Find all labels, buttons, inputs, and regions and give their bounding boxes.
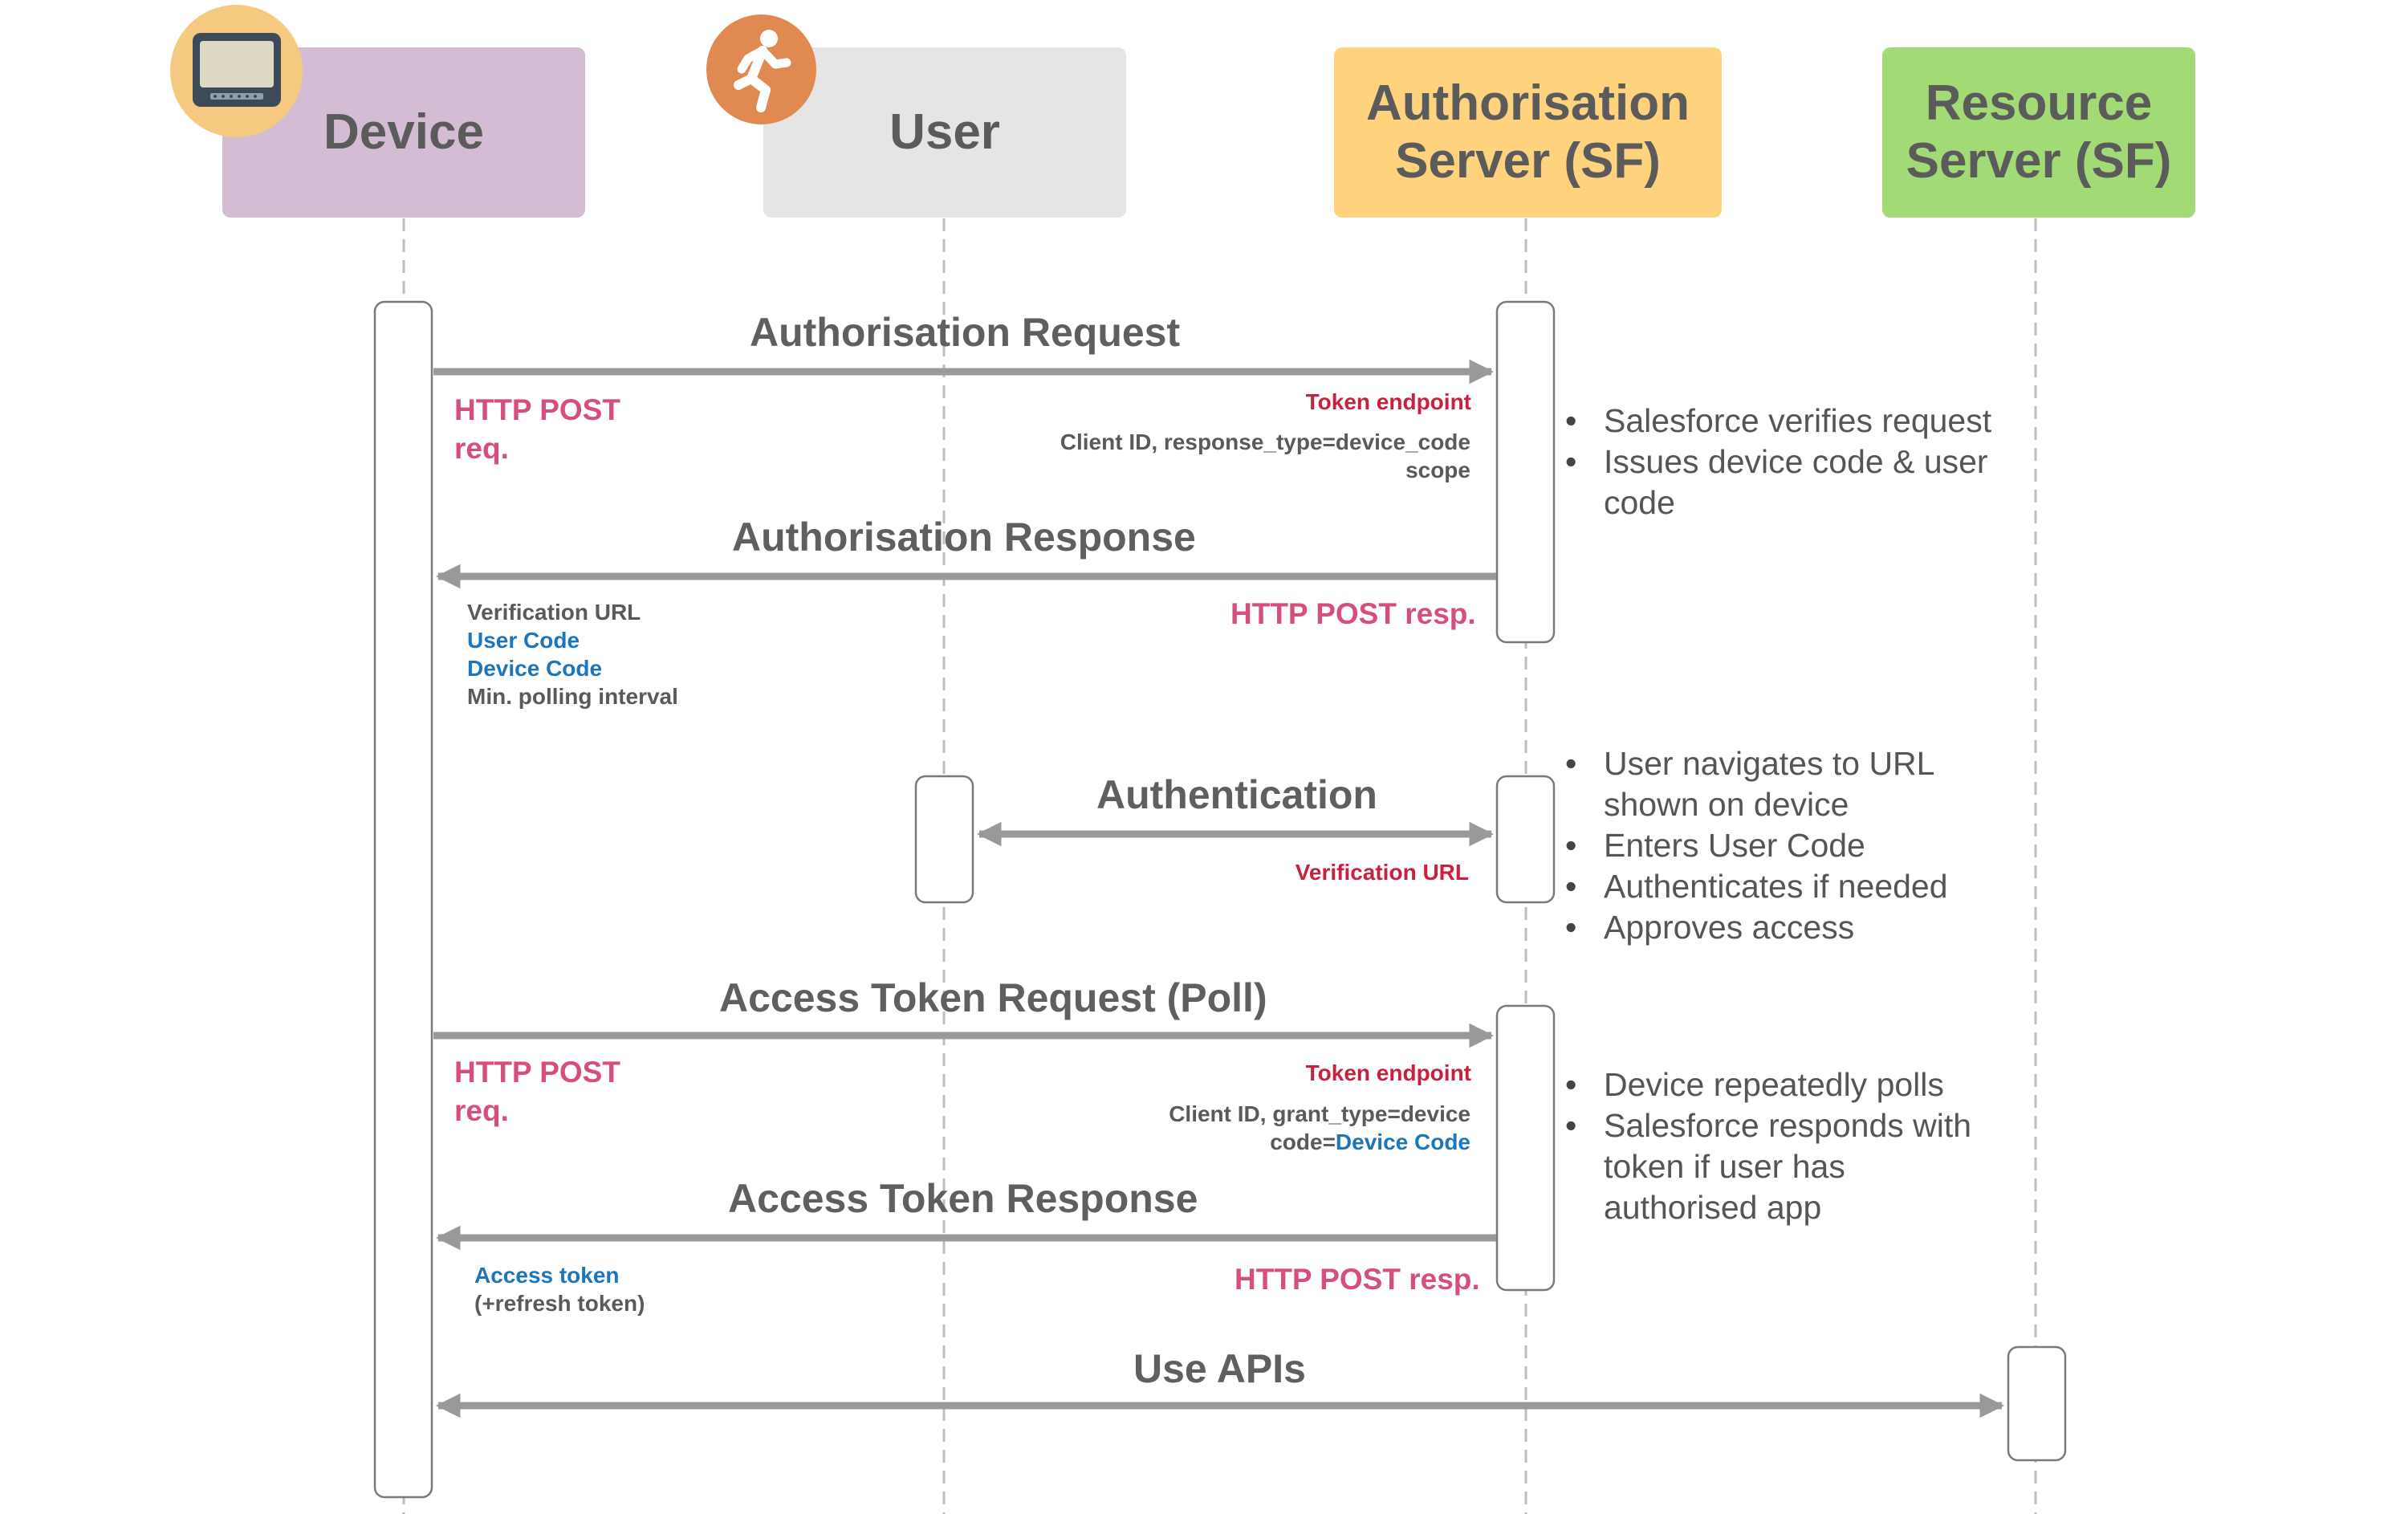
- actor-auth-server: Authorisation Server (SF): [1334, 47, 1722, 218]
- param-verification-url: Verification URL: [467, 600, 641, 625]
- http-label-auth-request: HTTP POST req.: [454, 393, 620, 465]
- http-label-auth-response: HTTP POST resp.: [1230, 597, 1476, 630]
- activation-auth-1: [1495, 300, 1556, 644]
- note-item: User navigates to URL shown on device: [1565, 743, 1948, 825]
- message-title-auth-response: Authorisation Response: [732, 515, 1196, 560]
- note-item: Enters User Code: [1565, 825, 1948, 866]
- actor-user-label: User: [889, 104, 1000, 160]
- running-person-icon: [734, 30, 791, 112]
- message-title-token-request: Access Token Request (Poll): [719, 975, 1267, 1020]
- message-title-use-apis: Use APIs: [1133, 1346, 1306, 1391]
- activation-auth-3: [1495, 1004, 1556, 1292]
- actor-auth-server-label: Authorisation Server (SF): [1366, 75, 1690, 189]
- actor-device-label: Device: [323, 104, 484, 160]
- http-label-token-request: HTTP POST req.: [454, 1056, 620, 1127]
- endpoint-label-auth-request: Token endpoint: [1305, 389, 1471, 414]
- params-line1-auth-request: Client ID, response_type=device_code: [1060, 429, 1470, 454]
- message-title-auth-request: Authorisation Request: [750, 310, 1181, 355]
- param-user-code: User Code: [467, 628, 580, 653]
- message-title-authentication: Authentication: [1096, 772, 1377, 817]
- activation-resource: [2007, 1345, 2067, 1462]
- actor-resource-server: Resource Server (SF): [1882, 47, 2195, 218]
- actor-resource-server-label: Resource Server (SF): [1906, 75, 2172, 189]
- notes-polling: Device repeatedly polls Salesforce respo…: [1565, 1064, 1971, 1228]
- params-line2-prefix: code=: [1270, 1129, 1336, 1154]
- note-item: Salesforce responds with token if user h…: [1565, 1105, 1971, 1228]
- param-min-polling: Min. polling interval: [467, 684, 678, 709]
- note-item: Salesforce verifies request: [1565, 401, 1991, 442]
- params-line1-token-request: Client ID, grant_type=device: [1169, 1101, 1470, 1126]
- params-auth-response: Verification URL User Code Device Code M…: [467, 598, 678, 710]
- message-title-token-response: Access Token Response: [728, 1176, 1198, 1221]
- note-item: Approves access: [1565, 907, 1948, 948]
- endpoint-label-authentication: Verification URL: [1295, 860, 1469, 885]
- device-avatar: [170, 5, 303, 137]
- activation-auth-2: [1495, 775, 1556, 904]
- monitor-icon: [193, 33, 281, 107]
- endpoint-label-token-request: Token endpoint: [1305, 1060, 1471, 1085]
- notes-authorisation: Salesforce verifies request Issues devic…: [1565, 401, 1991, 523]
- notes-authentication: User navigates to URL shown on device En…: [1565, 743, 1948, 948]
- params-line2-auth-request: scope: [1405, 458, 1470, 482]
- user-avatar: [706, 14, 816, 124]
- param-device-code: Device Code: [467, 656, 603, 681]
- activation-device: [373, 300, 433, 1499]
- note-item: Authenticates if needed: [1565, 866, 1948, 907]
- activation-user: [914, 775, 974, 904]
- note-item: Issues device code & user code: [1565, 442, 1991, 523]
- http-label-token-response: HTTP POST resp.: [1235, 1263, 1480, 1296]
- param-access-token: Access token: [474, 1263, 620, 1288]
- note-item: Device repeatedly polls: [1565, 1064, 1971, 1105]
- params-line2-device-code: Device Code: [1335, 1129, 1470, 1154]
- params-line2-token-request: code=Device Code: [1270, 1128, 1470, 1156]
- param-refresh-token: (+refresh token): [474, 1291, 645, 1316]
- actor-user: User: [763, 47, 1126, 218]
